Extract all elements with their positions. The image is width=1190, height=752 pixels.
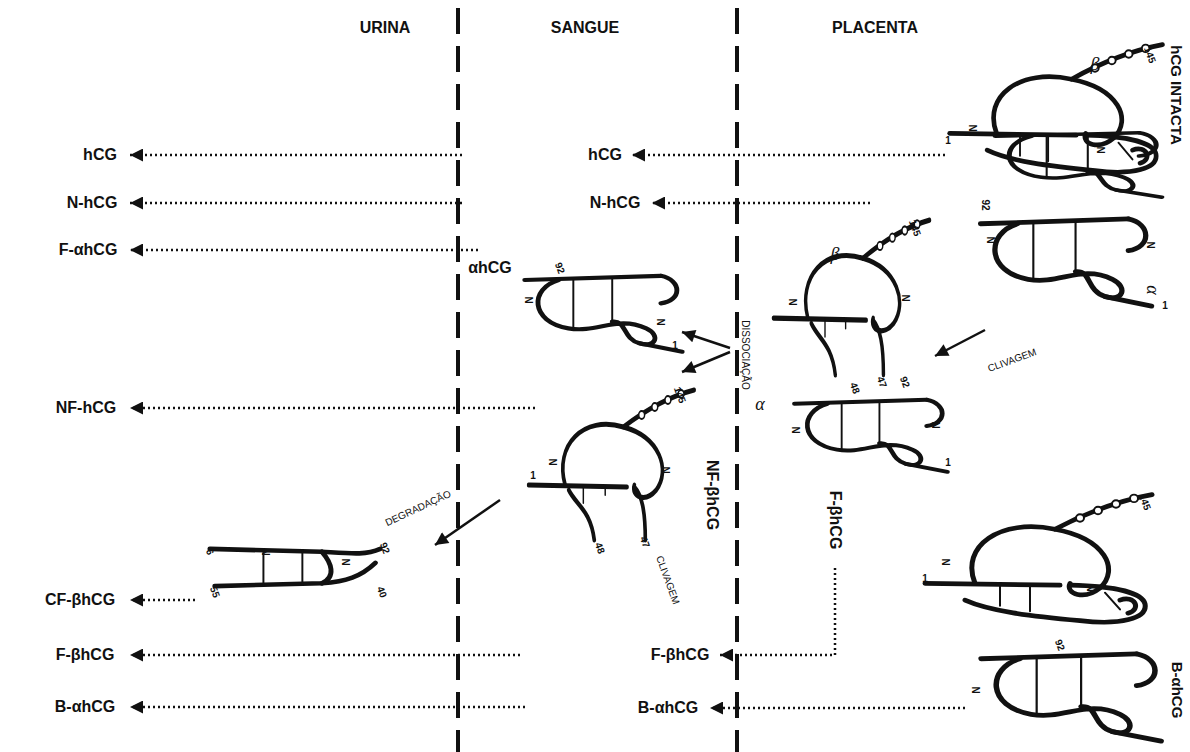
form-label: PLACENTA <box>832 19 918 37</box>
callout-number: N <box>260 548 271 555</box>
callout-number: N <box>787 298 798 305</box>
form-label: N-hCG <box>590 194 641 212</box>
callout-number: 1 <box>945 135 951 146</box>
callout-number: N <box>940 558 951 565</box>
nicked-beta-subunit <box>773 220 929 375</box>
form-label: hCG INTACTA <box>1168 45 1185 144</box>
callout-number: N <box>900 294 911 301</box>
beta-subunit <box>950 45 1163 172</box>
callout-number: 1 <box>922 573 928 584</box>
free-alpha-subunit <box>981 654 1161 741</box>
form-label: αhCG <box>468 259 512 277</box>
callout-number: CLIVAGEM <box>986 346 1038 374</box>
callout-number: 6 <box>204 548 216 557</box>
form-label: α <box>1142 285 1162 294</box>
callout-number: N <box>655 318 666 325</box>
callout-number: 92 <box>1053 638 1067 652</box>
callout-number: N <box>340 558 351 565</box>
form-label: SANGUE <box>551 19 619 37</box>
callout-number: 1 <box>1162 300 1168 311</box>
free-beta-subunit <box>925 495 1152 622</box>
form-label: β <box>1091 55 1100 75</box>
alpha-subunit <box>981 219 1152 306</box>
form-label: F-αhCG <box>59 241 118 259</box>
flow-arrow <box>130 155 965 708</box>
callout-number: 40 <box>375 585 389 599</box>
alpha-subunit <box>995 133 1162 197</box>
callout-number: 92 <box>553 261 567 275</box>
form-label: α <box>755 395 764 415</box>
form-label: N-hCG <box>67 194 118 212</box>
callout-number: DISSOCIAÇÃO <box>740 318 751 391</box>
callout-number: 48 <box>593 541 607 555</box>
form-label: F-βhCG <box>56 646 115 664</box>
form-label: NF-hCG <box>56 399 116 417</box>
callout-number: DEGRADAÇÃO <box>382 487 455 529</box>
callout-number: N <box>1145 241 1156 248</box>
callout-number: 47 <box>875 375 889 389</box>
callout-number: N <box>985 236 996 243</box>
form-label: B-αhCG <box>638 699 699 717</box>
callout-number: N <box>930 421 941 428</box>
callout-number: 92 <box>898 375 912 389</box>
callout-number: 145 <box>907 218 923 237</box>
callout-number: N <box>547 458 558 465</box>
form-label: F-βhCG <box>826 491 844 550</box>
callout-number: N <box>1095 146 1106 153</box>
form-label: B-αhCG <box>55 698 116 716</box>
callout-number: N <box>967 124 978 131</box>
form-label: hCG <box>83 146 117 164</box>
form-label: hCG <box>588 146 622 164</box>
callout-number: 1 <box>530 470 536 481</box>
core-fragment <box>210 549 380 586</box>
nicked-beta-subunit <box>529 390 695 540</box>
callout-number: 145 <box>1142 45 1158 64</box>
callout-number: 47 <box>638 535 652 549</box>
callout-number: 1 <box>672 340 678 351</box>
callout-number: 145 <box>1137 492 1153 511</box>
callout-number: 92 <box>378 541 392 555</box>
callout-number: N <box>790 426 801 433</box>
callout-number: N <box>660 466 671 473</box>
callout-number: 145 <box>672 385 688 404</box>
form-label: CF-βhCG <box>45 591 115 609</box>
alpha-subunit <box>794 400 947 472</box>
callout-number: N <box>1085 584 1096 591</box>
callout-number: 48 <box>848 381 862 395</box>
divider <box>458 8 737 752</box>
form-label: B-αhCG <box>1169 662 1186 719</box>
alpha-subunit <box>525 276 683 352</box>
callout-number: CLIVAGEM <box>654 554 682 606</box>
callout-number: 55 <box>208 585 222 599</box>
callout-number: 92 <box>980 199 991 210</box>
callout-number: N <box>523 296 534 303</box>
process-arrow <box>435 330 985 545</box>
form-label: β <box>831 245 840 265</box>
callout-number: N <box>970 686 981 693</box>
form-label: URINA <box>360 19 411 37</box>
callout-number: 1 <box>945 457 951 468</box>
form-label: NF-βhCG <box>703 460 721 530</box>
form-label: F-βhCG <box>651 646 710 664</box>
